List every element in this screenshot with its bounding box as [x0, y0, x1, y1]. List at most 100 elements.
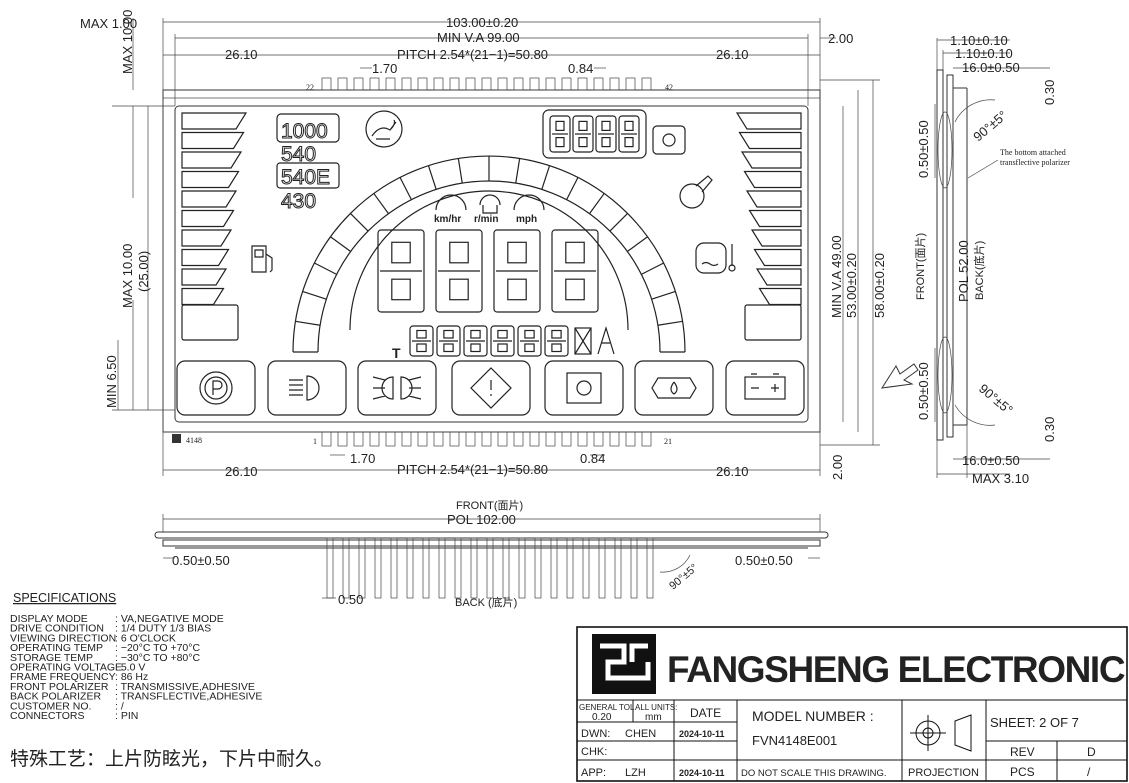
pin [321, 77, 332, 91]
pin [582, 537, 590, 599]
front-view: 22 42 1 21 4148 MAX 1.00 103.00±0.20 MIN… [80, 10, 887, 480]
spec-label: OPERATING TEMP [10, 642, 103, 654]
spec-label: CONNECTORS [10, 710, 84, 722]
arc-tick [626, 236, 648, 252]
glass-inner-line [162, 97, 821, 433]
pin [417, 431, 428, 447]
spec-label: VIEWING DIRECTION [10, 632, 116, 644]
transmission-icon [544, 360, 624, 416]
pcs-value: / [1087, 765, 1091, 779]
pin [518, 537, 526, 599]
general-tol-value: 0.20 [592, 712, 612, 723]
side-note-line1: The bottom attached [1000, 148, 1066, 157]
pin [646, 537, 654, 599]
bar-segment [181, 287, 225, 306]
bottom-pol: POL 102.00 [447, 512, 516, 527]
dim-min-va-49: MIN V.A 49.00 [829, 235, 844, 318]
spec-label: DRIVE CONDITION [10, 623, 104, 635]
arc-tick [541, 165, 551, 190]
arc-tick [349, 212, 369, 232]
bar-segment [181, 209, 235, 228]
small-digit [544, 325, 569, 357]
pin [374, 537, 382, 599]
pin [486, 537, 494, 599]
dim-min-va: MIN V.A 99.00 [437, 30, 520, 45]
bar-segment [740, 151, 802, 169]
drawing-note: DO NOT SCALE THIS DRAWING. [741, 768, 887, 779]
big-digit [551, 229, 599, 313]
bar-segment [181, 170, 240, 189]
pin [326, 537, 334, 599]
headlight-icon [267, 360, 347, 416]
pin [417, 77, 428, 91]
arc-tick [657, 320, 683, 326]
pin [353, 77, 364, 91]
spec-value: : / [115, 700, 124, 712]
unit-mph: mph [516, 214, 537, 225]
angle-bot: 90°±5° [976, 381, 1016, 418]
pin [577, 431, 588, 447]
pin [614, 537, 622, 599]
speed-arc-outer [292, 155, 686, 353]
date-label: DATE [690, 706, 721, 720]
dim-0-50-bot: 0.50±0.50 [916, 362, 931, 420]
arc-tick [330, 236, 352, 252]
pin [438, 537, 446, 599]
arc-tick [609, 212, 629, 232]
dim-16-0-bot: 16.0±0.50 [962, 453, 1020, 468]
part-mark-icon [172, 434, 181, 443]
rmin-gauge-icon [479, 194, 501, 214]
spec-label: BACK POLARIZER [10, 691, 101, 703]
battery-icon [725, 360, 805, 416]
bar-segment [745, 190, 802, 208]
small-digit [463, 325, 488, 357]
spec-label: FRAME FREQUENCY [10, 671, 116, 683]
pin [534, 537, 542, 599]
pin [481, 431, 492, 447]
spec-value: : TRANSFLECTIVE,ADHESIVE [115, 691, 262, 703]
pin [550, 537, 558, 599]
app-value: LZH [625, 767, 646, 779]
mph-gauge-icon [513, 194, 545, 211]
pin [497, 77, 508, 91]
arc-tick [641, 262, 664, 275]
dim-overall-width: 103.00±0.20 [446, 15, 518, 30]
pin [481, 77, 492, 91]
dim-1-10-b: 1.10±0.10 [955, 46, 1013, 61]
spec-value: : TRANSMISSIVE,ADHESIVE [115, 681, 255, 693]
bar-segment [181, 131, 245, 150]
arc-tick [314, 262, 337, 275]
bar-segment [750, 229, 802, 247]
view-arrow-icon [881, 363, 919, 389]
pcs-label: PCS [1010, 765, 1035, 779]
bottom-angle: 90°±5° [667, 562, 700, 593]
arc-tick [302, 290, 327, 300]
spec-value: : PIN [115, 710, 138, 722]
arc-tick [295, 320, 321, 326]
pin [529, 77, 540, 91]
bar-segment [181, 304, 239, 341]
pin [390, 537, 398, 599]
bottom-right-dim: 0.50±0.50 [735, 553, 793, 568]
pin [385, 77, 396, 91]
pin [566, 537, 574, 599]
oil-can-icon [679, 183, 705, 209]
bar-segment [753, 248, 802, 267]
t-label: T [392, 345, 401, 361]
bar-segment [748, 209, 802, 228]
dim-h-58: 58.00±0.20 [872, 253, 887, 318]
pin [561, 431, 572, 447]
dwn-label: DWN: [581, 728, 610, 740]
dim-0-30-bot: 0.30 [1042, 417, 1057, 442]
dim-max-10-00-b: MAX 10.00 [120, 244, 135, 308]
spec-label: CUSTOMER NO. [10, 700, 91, 712]
bar-segment [735, 112, 802, 130]
spec-value: : 6 O'CLOCK [115, 632, 176, 644]
spec-label: FRONT POLARIZER [10, 681, 109, 693]
side-front-label: FRONT(面片) [914, 233, 927, 300]
pin [593, 77, 604, 91]
side-view: 1.10±0.10 1.10±0.10 16.0±0.50 0.30 0.50±… [881, 33, 1070, 486]
dim-16-0-top: 16.0±0.50 [962, 60, 1020, 75]
bottom-glass-back [162, 539, 821, 547]
pin [625, 77, 636, 91]
